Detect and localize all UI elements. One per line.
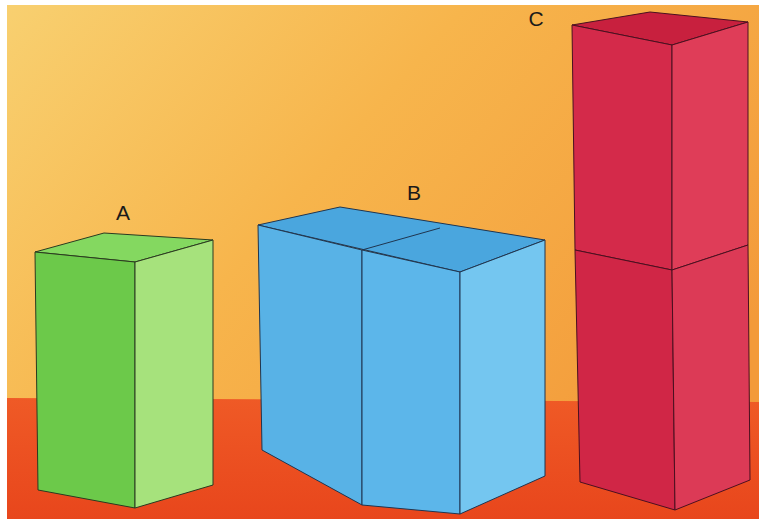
blue-prisms: [258, 207, 545, 514]
figure-letter: A: [116, 202, 130, 223]
red-prisms: [572, 12, 750, 510]
frame: [6, 4, 760, 520]
figure-letter: C: [528, 8, 543, 29]
background: [6, 4, 760, 520]
green-prism: [35, 233, 213, 508]
figure-letter: B: [407, 182, 421, 203]
